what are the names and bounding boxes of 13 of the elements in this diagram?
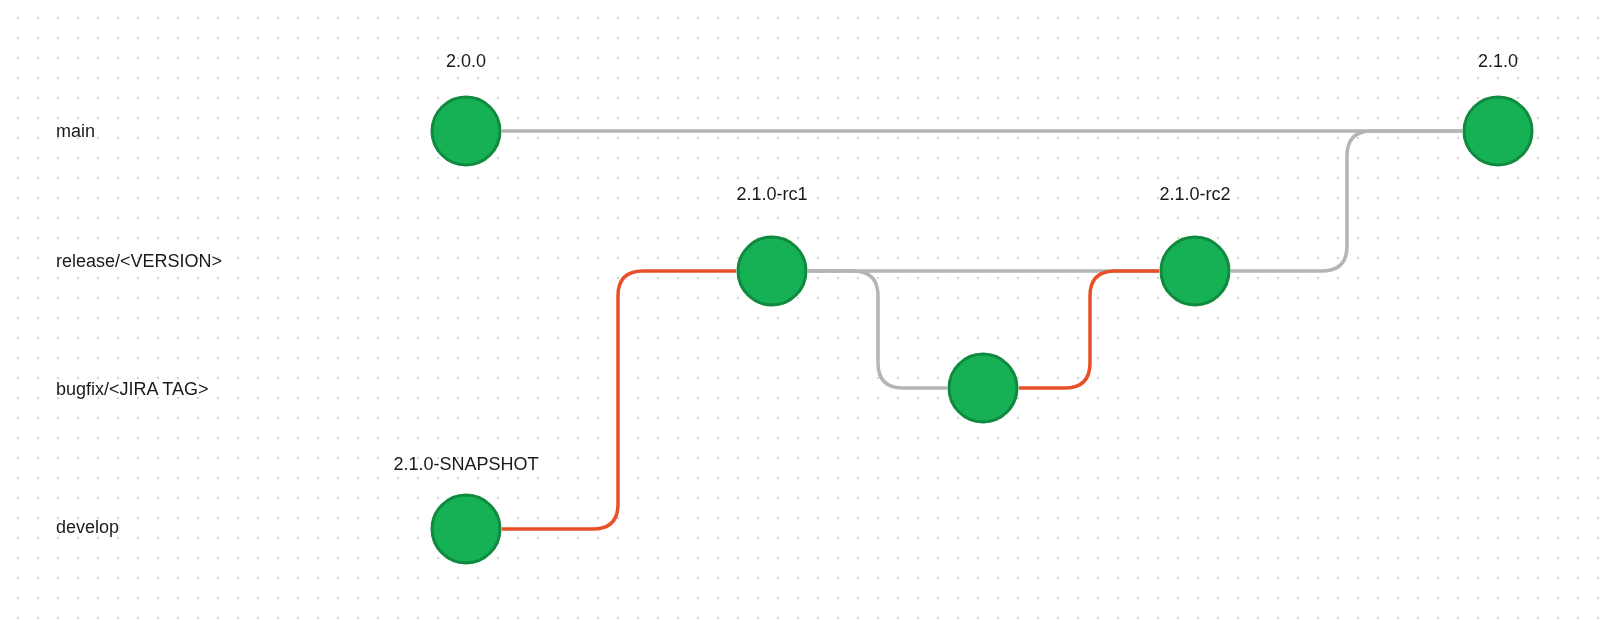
branch-name: develop bbox=[56, 516, 120, 538]
branch-name: main bbox=[56, 120, 95, 142]
branch-line bbox=[808, 269, 947, 390]
branch-name: release/<VERSION> bbox=[56, 250, 223, 272]
branch-name: bugfix/<JIRA TAG> bbox=[56, 378, 209, 400]
version-tag: 2.1.0-rc1 bbox=[736, 183, 808, 205]
branch-line bbox=[1231, 129, 1462, 273]
branch-line bbox=[502, 269, 736, 531]
branch-line bbox=[1019, 269, 1159, 390]
version-tag: 2.1.0-rc2 bbox=[1159, 183, 1231, 205]
version-tag: 2.1.0 bbox=[1478, 50, 1518, 72]
version-tag: 2.1.0-SNAPSHOT bbox=[393, 453, 539, 475]
version-tag: 2.0.0 bbox=[446, 50, 486, 72]
